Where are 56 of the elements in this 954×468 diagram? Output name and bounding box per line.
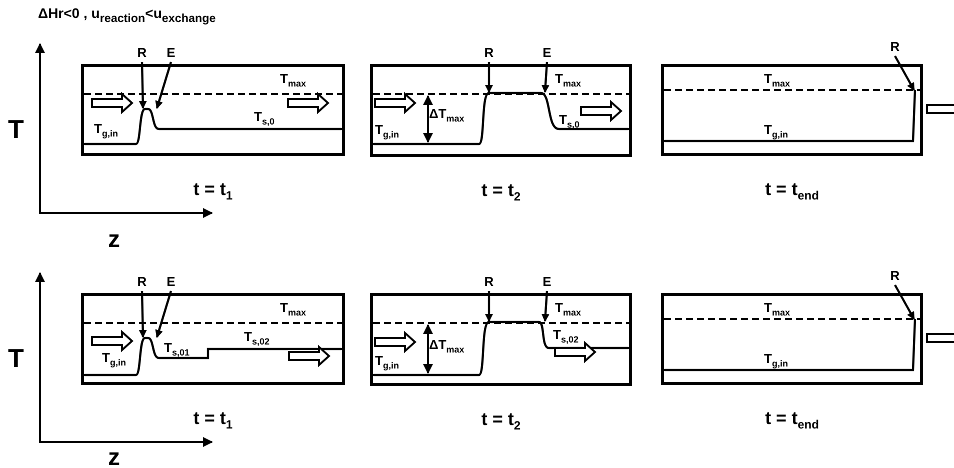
temperature-label: T$_{max}$ (764, 72, 790, 89)
time-caption: t = t$_{end}$ (764, 180, 820, 202)
leader-line (894, 55, 915, 91)
temperature-label: T$_{max}$ (280, 301, 306, 318)
time-caption: t = t$_{1}$ (192, 180, 234, 202)
temperature-label: ΔT$_{max}$ (429, 107, 464, 124)
temperature-label: T$_{g,in}$ (375, 354, 399, 371)
temperature-label: T$_{s,01}$ (164, 341, 190, 358)
temperature-label: T$_{s,02}$ (553, 328, 578, 345)
time-caption: t = t$_{1}$ (192, 409, 234, 431)
profile-panel (370, 293, 632, 386)
title: ΔHr<0 , u$_{reaction}$<u$_{exchange}$ (38, 6, 216, 24)
temperature-label: T$_{g,in}$ (764, 352, 788, 369)
marker-letter: R (482, 275, 496, 288)
leader-line (541, 62, 550, 93)
leader-line (541, 290, 550, 322)
leader-line (155, 290, 172, 338)
time-caption: t = t$_{end}$ (764, 409, 820, 431)
axis-label: T (8, 116, 24, 142)
marker-letter: R (482, 46, 496, 59)
marker-letter: E (540, 275, 554, 288)
profile-panel (81, 64, 345, 156)
profile-panel (661, 293, 923, 385)
leader-line (138, 290, 147, 338)
temperature-label: T$_{max}$ (555, 301, 581, 318)
axis-label: z (108, 446, 120, 468)
marker-letter: E (164, 275, 178, 288)
marker-letter: R (888, 40, 902, 53)
temperature-label: T$_{g,in}$ (102, 351, 126, 368)
temperature-label: T$_{max}$ (764, 301, 790, 318)
marker-letter: E (540, 46, 554, 59)
marker-letter: R (135, 46, 149, 59)
temperature-label: T$_{g,in}$ (375, 123, 399, 140)
marker-letter: R (135, 275, 149, 288)
leader-line (155, 62, 172, 109)
leader-line (485, 62, 493, 93)
profile-panel (370, 64, 632, 157)
temperature-label: T$_{s,02}$ (244, 330, 270, 347)
temperature-label: T$_{s,0}$ (559, 113, 580, 130)
leader-line (894, 284, 915, 320)
time-caption: t = t$_{2}$ (480, 181, 522, 203)
temperature-label: T$_{g,in}$ (94, 122, 118, 139)
marker-letter: R (888, 269, 902, 282)
axis-label: T (8, 345, 24, 371)
time-caption: t = t$_{2}$ (480, 410, 522, 432)
leader-line (138, 62, 147, 109)
temperature-label: T$_{s,0}$ (254, 110, 274, 127)
leader-line (485, 291, 493, 322)
temperature-label: T$_{max}$ (555, 72, 581, 89)
temperature-label: T$_{g,in}$ (764, 123, 788, 140)
profile-panel (661, 64, 923, 156)
marker-letter: E (164, 46, 178, 59)
axis-label: z (108, 228, 120, 252)
profile-panel (81, 293, 345, 385)
temperature-label: ΔT$_{max}$ (429, 338, 464, 355)
temperature-label: T$_{max}$ (280, 72, 306, 89)
